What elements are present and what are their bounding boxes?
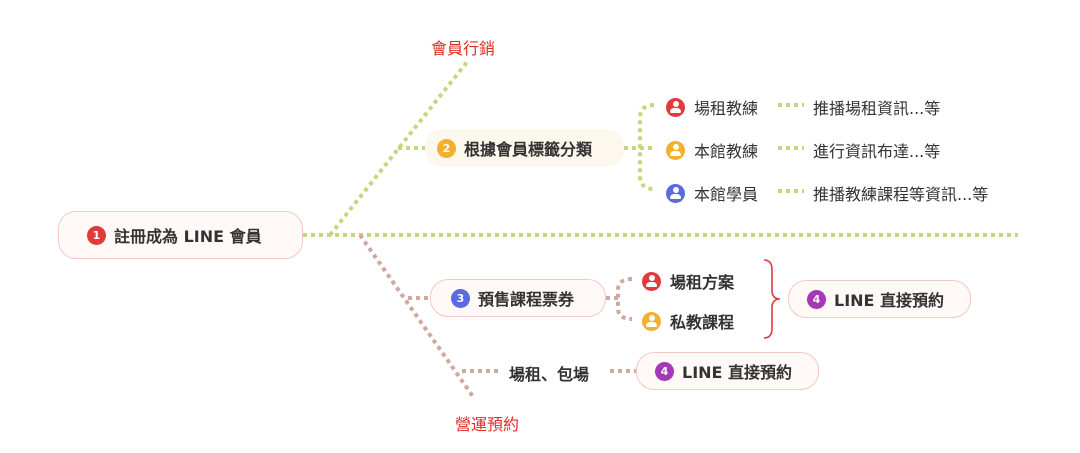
ticket-item-rental-plan[interactable]: 場租方案: [642, 269, 734, 293]
member-label: 場租教練: [694, 99, 759, 118]
member-label: 本館學員: [694, 185, 759, 204]
ticket-node-label: 預售課程票券: [478, 290, 575, 309]
ticket-fan-curve: [616, 277, 633, 321]
member-note: 推播場租資訊...等: [813, 99, 941, 118]
ticket-item-private-lesson[interactable]: 私教課程: [642, 309, 734, 333]
booking-branch-label: 營運預約: [455, 415, 520, 434]
member-note: 進行資訊布達...等: [813, 142, 941, 161]
booking-node-label: LINE 直接預約: [834, 291, 945, 310]
step-3-badge: 3: [451, 288, 470, 308]
tag-node-label: 根據會員標籤分類: [464, 140, 593, 159]
ticket-line-booking-node[interactable]: 4 LINE 直接預約: [788, 280, 971, 318]
person-icon: [642, 271, 661, 291]
member-note: 推播教練課程等資訊...等: [813, 185, 989, 204]
ticket-item-label: 場租方案: [670, 273, 735, 292]
marketing-branch-label: 會員行銷: [431, 39, 496, 58]
root-node-label: 註冊成為 LINE 會員: [114, 227, 262, 246]
step-4-badge: 4: [807, 289, 826, 309]
step-1-badge: 1: [87, 225, 106, 245]
step-4-badge: 4: [655, 361, 674, 381]
root-node[interactable]: 1 註冊成為 LINE 會員: [58, 211, 303, 259]
venue-label: 場租、包場: [509, 365, 590, 384]
ticket-node[interactable]: 3 預售課程票券: [430, 279, 606, 317]
member-item-house-coach[interactable]: 本館教練: [666, 138, 758, 162]
booking-branch-line: [358, 233, 476, 400]
venue-line-booking-node[interactable]: 4 LINE 直接預約: [636, 352, 819, 390]
person-icon: [666, 183, 685, 203]
member-item-house-student[interactable]: 本館學員: [666, 181, 758, 205]
tag-node[interactable]: 2 根據會員標籤分類: [425, 129, 624, 167]
step-2-badge: 2: [437, 138, 456, 158]
member-label: 本館教練: [694, 142, 759, 161]
booking-node-label: LINE 直接預約: [682, 363, 793, 382]
member-item-rental-coach[interactable]: 場租教練: [666, 95, 758, 119]
person-icon: [642, 311, 661, 331]
ticket-bracket: [763, 259, 781, 339]
person-icon: [666, 97, 685, 117]
person-icon: [666, 140, 685, 160]
ticket-item-label: 私教課程: [670, 313, 735, 332]
